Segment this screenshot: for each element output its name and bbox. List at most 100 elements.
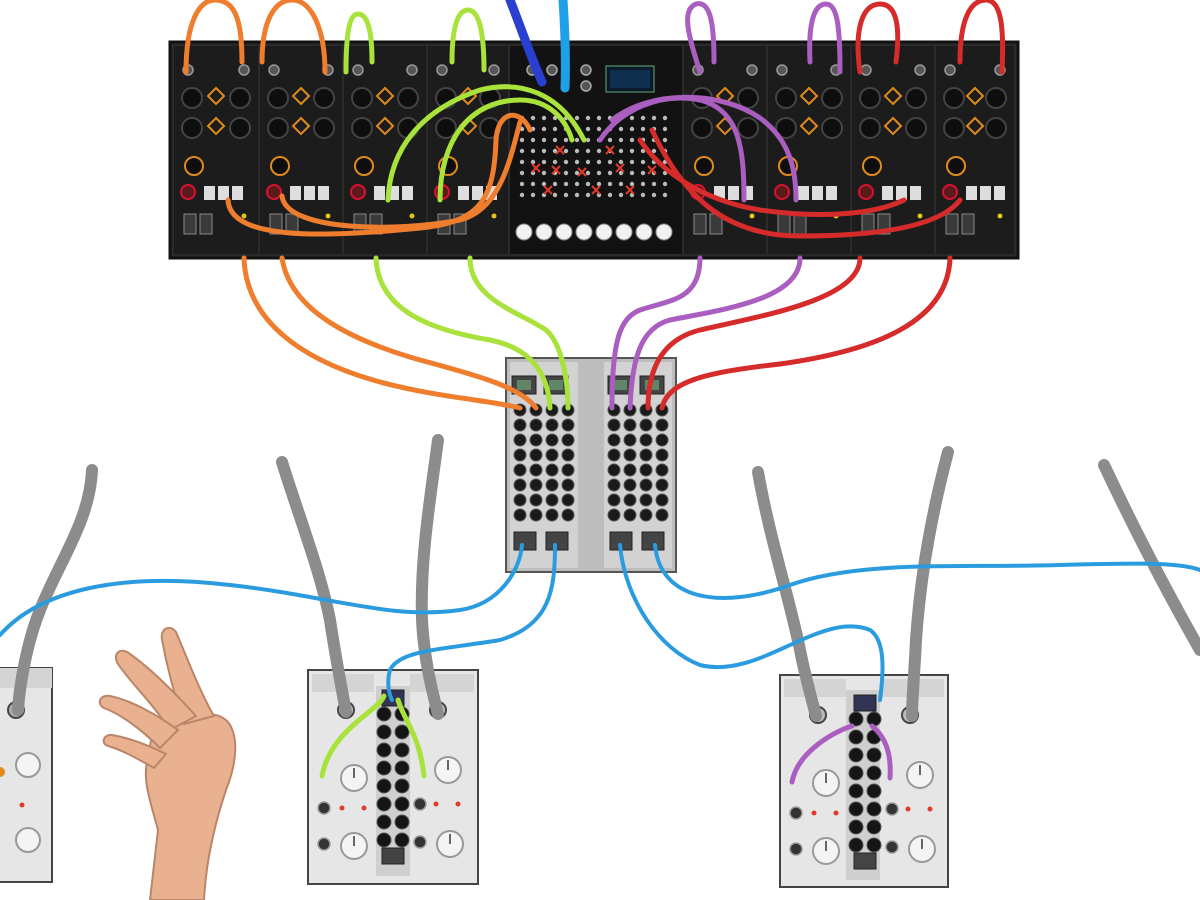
cable-purple-hub-1[interactable] (609, 255, 703, 411)
hub-jack[interactable] (561, 433, 575, 447)
matrix-point[interactable] (596, 170, 602, 176)
hub-jack[interactable] (561, 508, 575, 522)
module-strip-jack[interactable] (376, 832, 392, 848)
rack-jack[interactable] (914, 64, 926, 76)
rack-knob[interactable] (267, 117, 289, 139)
hub-jack[interactable] (623, 448, 637, 462)
cable-grey-1[interactable] (12, 464, 98, 716)
hub-jack[interactable] (529, 508, 543, 522)
matrix-jack[interactable] (580, 80, 592, 92)
rack-jack[interactable] (436, 64, 448, 76)
matrix-point[interactable] (585, 159, 591, 165)
cable-orange-hub-1[interactable] (241, 255, 523, 411)
hub-jack[interactable] (655, 448, 669, 462)
cable-purple-top-1[interactable] (685, 1, 717, 75)
hub-jack[interactable] (607, 493, 621, 507)
matrix-point[interactable] (607, 170, 613, 176)
hub-jack[interactable] (655, 433, 669, 447)
matrix-point[interactable] (541, 126, 547, 132)
matrix-point[interactable] (662, 192, 668, 198)
matrix-point[interactable] (618, 126, 624, 132)
rack-bottom-jack[interactable] (199, 213, 213, 235)
cable-orange-top-2[interactable] (259, 0, 328, 75)
module-small-jack[interactable] (317, 837, 331, 851)
hub-jack[interactable] (655, 493, 669, 507)
hub-jack[interactable] (513, 433, 527, 447)
module-strip-jack[interactable] (866, 819, 882, 835)
rack-knob[interactable] (181, 117, 203, 139)
hub-jack[interactable] (623, 493, 637, 507)
rack-knob[interactable] (737, 117, 759, 139)
rack-output-jack[interactable] (472, 186, 483, 200)
matrix-point[interactable] (519, 192, 525, 198)
rack-knob[interactable] (181, 87, 203, 109)
rack-knob[interactable] (943, 117, 965, 139)
matrix-button[interactable] (515, 223, 533, 241)
hub-jack[interactable] (529, 433, 543, 447)
matrix-point[interactable] (530, 115, 536, 121)
matrix-point[interactable] (574, 181, 580, 187)
matrix-point[interactable] (640, 115, 646, 121)
rack-jack[interactable] (238, 64, 250, 76)
module-small-jack[interactable] (413, 797, 427, 811)
module-strip-jack[interactable] (376, 796, 392, 812)
rack-knob[interactable] (905, 117, 927, 139)
matrix-point[interactable] (640, 159, 646, 165)
matrix-point[interactable] (541, 181, 547, 187)
hub-jack[interactable] (529, 478, 543, 492)
hub-jack[interactable] (623, 508, 637, 522)
module-strip-jack[interactable] (848, 729, 864, 745)
matrix-point[interactable] (596, 181, 602, 187)
matrix-point[interactable] (585, 115, 591, 121)
matrix-point[interactable] (607, 192, 613, 198)
hub-jack[interactable] (561, 478, 575, 492)
hub-jack[interactable] (607, 448, 621, 462)
rack-trim-knob[interactable] (180, 184, 196, 200)
rack-jack[interactable] (776, 64, 788, 76)
cable-purple-top-2[interactable] (807, 1, 843, 75)
module-strip-jack[interactable] (376, 742, 392, 758)
hub-jack[interactable] (639, 508, 653, 522)
cable-lime-mod-2[interactable] (395, 697, 427, 779)
rack-jack[interactable] (860, 64, 872, 76)
rack-knob[interactable] (943, 87, 965, 109)
matrix-point[interactable] (574, 148, 580, 154)
hub-jack[interactable] (529, 418, 543, 432)
hub-jack[interactable] (561, 448, 575, 462)
module-left-knob-1[interactable] (15, 752, 41, 778)
rack-output-jack[interactable] (486, 186, 497, 200)
matrix-point[interactable] (629, 148, 635, 154)
matrix-point[interactable] (541, 115, 547, 121)
cable-lime-top-2[interactable] (449, 7, 487, 73)
matrix-point[interactable] (662, 137, 668, 143)
rack-output-jack[interactable] (742, 186, 753, 200)
rack-output-jack[interactable] (304, 186, 315, 200)
hub-jack[interactable] (513, 463, 527, 477)
rack-trim-knob[interactable] (266, 184, 282, 200)
rack-jack[interactable] (352, 64, 364, 76)
rack-output-jack[interactable] (714, 186, 725, 200)
hub-jack[interactable] (545, 493, 559, 507)
cable-grey-6[interactable] (1098, 459, 1200, 656)
cable-grey-3[interactable] (415, 434, 444, 720)
rack-trim-knob[interactable] (942, 184, 958, 200)
module-small-jack[interactable] (885, 840, 899, 854)
rack-knob[interactable] (821, 87, 843, 109)
module-small-jack[interactable] (317, 801, 331, 815)
matrix-point[interactable] (519, 181, 525, 187)
module-strip-jack[interactable] (394, 832, 410, 848)
cable-blue-4[interactable] (653, 543, 1200, 600)
matrix-point[interactable] (552, 126, 558, 132)
module-strip-jack[interactable] (866, 783, 882, 799)
hub-jack[interactable] (607, 478, 621, 492)
matrix-point[interactable] (563, 170, 569, 176)
module-strip-jack[interactable] (376, 814, 392, 830)
matrix-point[interactable] (563, 148, 569, 154)
matrix-point[interactable] (519, 137, 525, 143)
hub-jack[interactable] (545, 463, 559, 477)
hub-jack[interactable] (623, 418, 637, 432)
matrix-point[interactable] (552, 192, 558, 198)
rack-knob[interactable] (313, 117, 335, 139)
hub-jack[interactable] (607, 508, 621, 522)
cable-blue-3[interactable] (618, 543, 885, 702)
